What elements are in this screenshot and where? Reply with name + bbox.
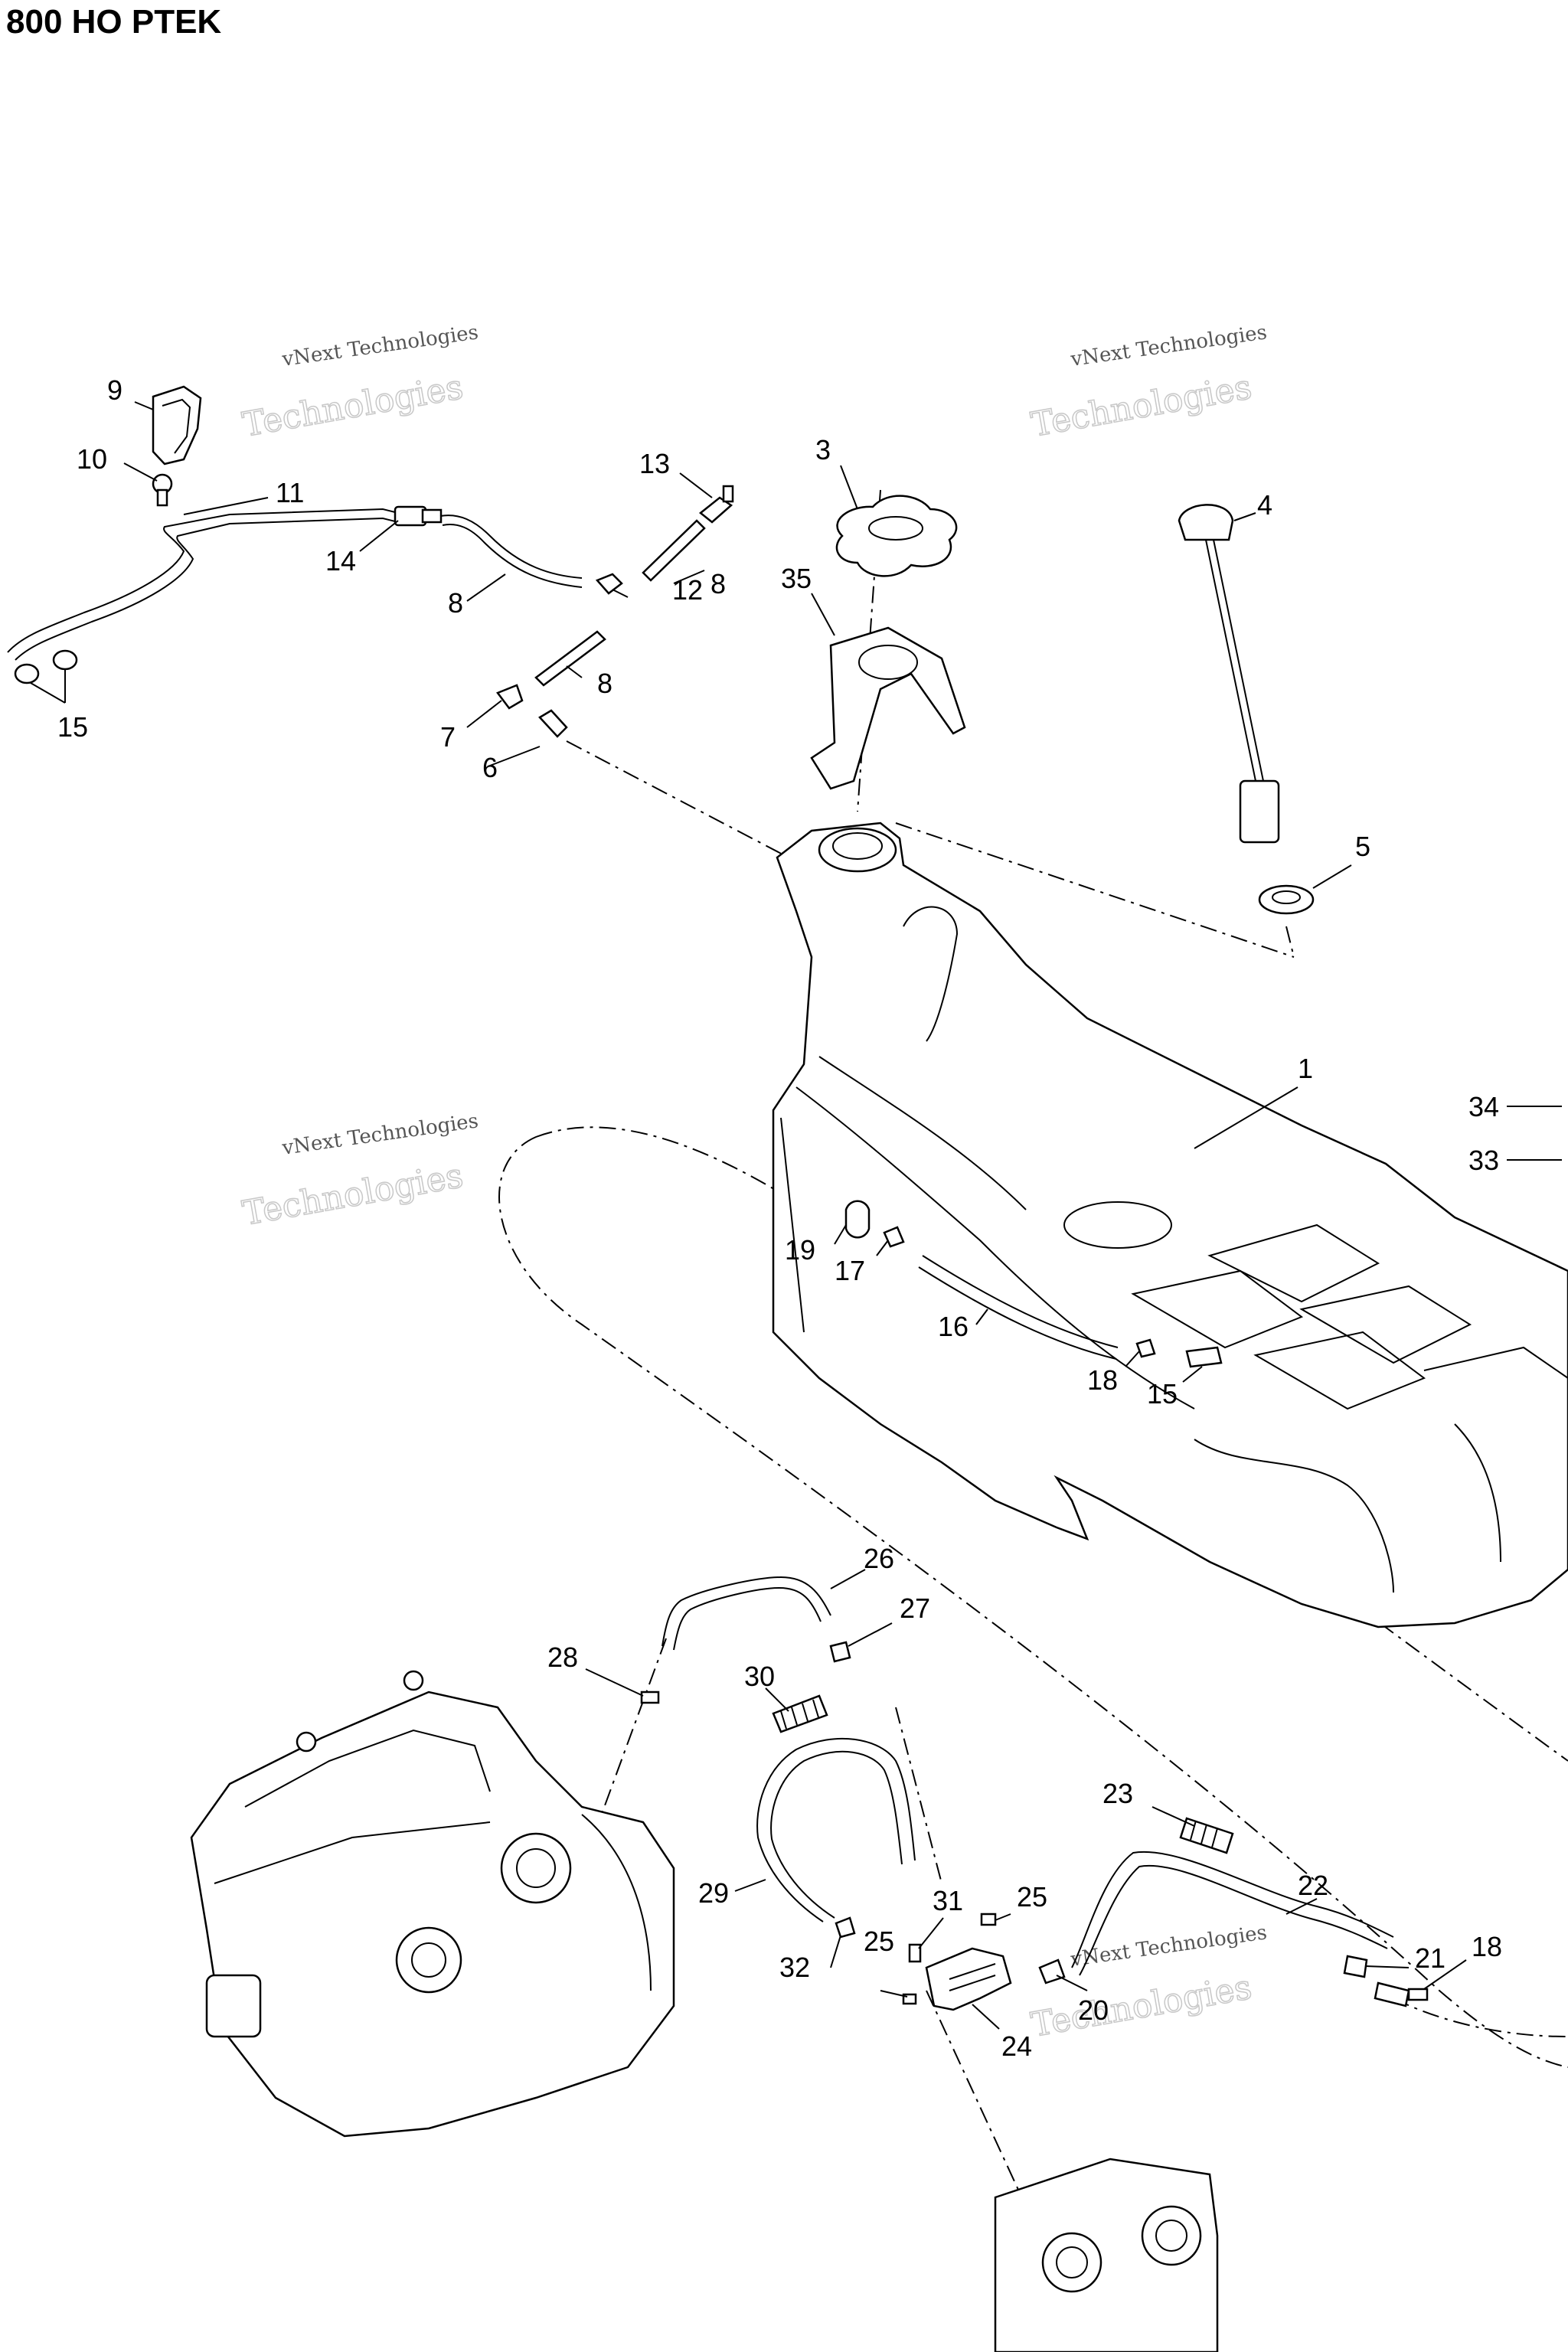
part-30-spring: [772, 1694, 828, 1733]
callout-28: 28: [547, 1642, 578, 1673]
part-22-hose: [1071, 1851, 1394, 1976]
callout-6: 6: [482, 752, 498, 783]
assembly-line-pump: [1393, 1998, 1568, 2037]
part-12-tee-fitting: [595, 573, 623, 595]
callout-18-lower: 18: [1087, 1364, 1118, 1396]
part-24-fuel-pump: [925, 1947, 1012, 2011]
assembly-line-gauge: [895, 822, 1295, 958]
part-4-fuel-gauge: [1178, 504, 1280, 844]
callout-16: 15: [1147, 1378, 1178, 1410]
part-16-fitting: [1185, 1346, 1223, 1368]
assembly-line-gauge-seat: [1285, 926, 1295, 958]
watermark-top-left: vNext Technologies Technologies: [239, 321, 480, 445]
callout-26: 26: [864, 1543, 894, 1574]
part-6-grommet: [538, 709, 568, 738]
part-5-grommet: [1258, 884, 1315, 915]
callout-17: 16: [938, 1311, 969, 1342]
callout-27: 27: [900, 1592, 930, 1624]
callout-21-left: 20: [1078, 1994, 1109, 2026]
assembly-line-vent: [566, 740, 789, 858]
part-8-hose-upper: [439, 514, 583, 588]
svg-text:Technologies: Technologies: [1028, 1968, 1255, 2045]
part-20-grommet: [844, 1200, 871, 1239]
part-10-rivet: [152, 473, 173, 507]
part-28-clamp: [640, 1690, 660, 1704]
callout-3: 3: [815, 434, 831, 466]
callout-31: 31: [933, 1885, 963, 1916]
callout-25-left: 25: [864, 1926, 894, 1957]
part-7-elbow: [496, 684, 524, 710]
engine-block: [190, 1670, 675, 2138]
part-8-hose-right: [642, 519, 706, 582]
part-32-clamp: [835, 1916, 856, 1939]
callout-24: 24: [1001, 2030, 1032, 2062]
callout-7: 7: [440, 721, 456, 753]
assembly-line-carb-down: [926, 1990, 1019, 2190]
callout-8-upper: 8: [448, 587, 463, 619]
part-17-fuel-hose: [918, 1255, 1119, 1360]
part-18-clamp-lower: [1135, 1338, 1156, 1358]
callout-34: 34: [1468, 1091, 1499, 1122]
part-29-hose: [756, 1737, 916, 1922]
callout-10: 10: [77, 443, 107, 475]
svg-text:Technologies: Technologies: [1028, 368, 1255, 445]
callout-4: 4: [1257, 489, 1272, 521]
watermark-mid-left: vNext Technologies Technologies: [239, 1109, 480, 1233]
callout-21-right: 21: [1415, 1942, 1446, 1974]
callout-30: 30: [744, 1661, 775, 1692]
assembly-line-carb: [895, 1707, 942, 1884]
part-18-clamp-upper: [883, 1226, 905, 1248]
part-13-fitting: [698, 485, 734, 524]
watermark-bottom-right: vNext Technologies Technologies: [1027, 1921, 1269, 2045]
part-19-fitting: [1374, 1981, 1429, 2007]
part-35-bracket: [810, 626, 966, 790]
svg-text:Technologies: Technologies: [240, 368, 466, 445]
part-21-clamp-left: [1038, 1958, 1066, 1984]
callout-11: 11: [276, 477, 304, 508]
svg-text:Technologies: Technologies: [240, 1156, 466, 1233]
callout-29: 29: [698, 1877, 729, 1909]
callout-8-lower: 8: [597, 668, 612, 699]
callout-12: 12: [672, 574, 703, 606]
part-14-connector: [394, 505, 443, 527]
part-27-clamp: [829, 1641, 851, 1663]
callout-14: 14: [325, 545, 356, 577]
part-26-hose: [662, 1576, 831, 1651]
callout-23: 23: [1102, 1778, 1133, 1809]
callout-13: 13: [639, 448, 670, 479]
svg-text:vNext Technologies: vNext Technologies: [280, 321, 480, 371]
callout-32: 32: [779, 1952, 810, 1983]
diagram-title: 800 HO PTEK: [6, 3, 222, 41]
part-25-fitting-right: [980, 1913, 997, 1926]
svg-text:vNext Technologies: vNext Technologies: [1069, 321, 1269, 371]
callout-8-right: 8: [710, 568, 726, 599]
svg-text:vNext Technologies: vNext Technologies: [280, 1109, 480, 1160]
callout-1: 1: [1298, 1053, 1313, 1084]
part-8-hose-lower: [534, 630, 606, 687]
part-23-spring: [1179, 1817, 1234, 1854]
part-31-fitting: [908, 1943, 922, 1963]
callout-15: 15: [57, 711, 88, 743]
part-3-fuel-cap: [835, 495, 958, 577]
callout-22: 22: [1298, 1870, 1328, 1901]
callout-20: 19: [785, 1234, 815, 1266]
leader-lines: [30, 401, 1562, 2030]
callout-35: 35: [781, 563, 812, 594]
callout-9: 9: [107, 374, 122, 406]
callout-19: 18: [1472, 1931, 1502, 1962]
svg-text:vNext Technologies: vNext Technologies: [1069, 1921, 1269, 1971]
callout-18-upper: 17: [835, 1255, 865, 1286]
part-21-clamp-right: [1343, 1955, 1368, 1978]
carburetors: [994, 2158, 1219, 2352]
callout-5: 5: [1355, 831, 1370, 862]
part-11-vent-tube: [7, 508, 399, 661]
callout-33: 33: [1468, 1145, 1499, 1176]
callout-25-right: 25: [1017, 1881, 1047, 1913]
part-1-fuel-tank: [772, 822, 1568, 1628]
callout-labels: 9 10 11 14 15 8 12 8 8 13 7 6 3 35 4 5 1…: [57, 374, 1502, 2062]
watermark-top-right: vNext Technologies Technologies: [1027, 321, 1269, 445]
part-9-bracket: [152, 385, 202, 466]
part-15-caps: [14, 649, 78, 684]
